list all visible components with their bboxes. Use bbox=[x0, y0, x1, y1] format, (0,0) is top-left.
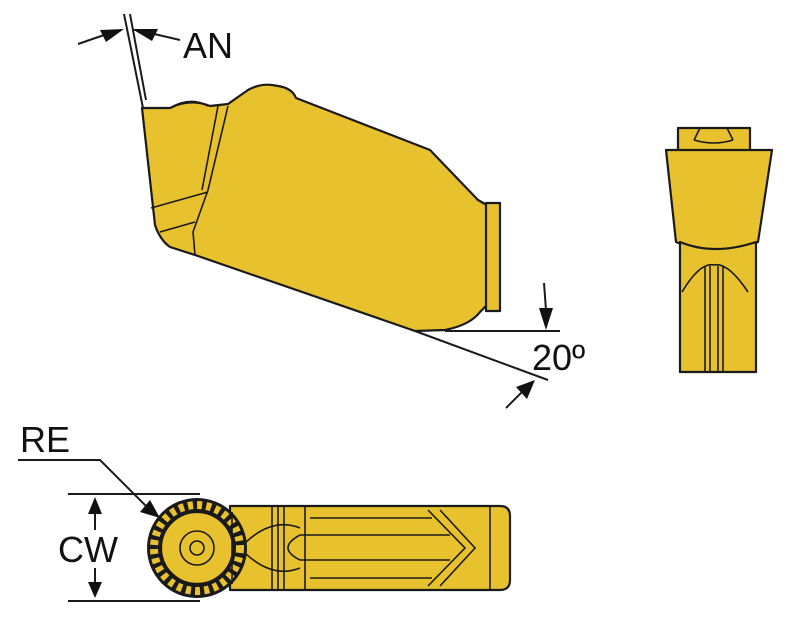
cw-arrow-down-icon bbox=[88, 582, 102, 598]
edge-line bbox=[192, 105, 229, 256]
angle-arrow-bottom-line bbox=[505, 391, 523, 409]
re-leader-line bbox=[18, 459, 151, 511]
center-dot bbox=[189, 540, 205, 556]
angle-arrow-bottom-icon bbox=[516, 380, 535, 399]
center-ring bbox=[179, 530, 215, 566]
chipbreaker-tip bbox=[287, 534, 301, 561]
front-view bbox=[664, 126, 774, 374]
edge-line bbox=[159, 221, 196, 233]
angle-inclined-line bbox=[414, 330, 549, 381]
edge-line bbox=[201, 105, 219, 191]
front-upper-body bbox=[664, 148, 774, 252]
an-arrow-left-icon bbox=[100, 29, 124, 42]
angle-arrow-top-line bbox=[543, 282, 547, 311]
edge-line bbox=[693, 127, 734, 144]
edge-line bbox=[150, 191, 209, 209]
insert-top-body bbox=[228, 504, 512, 592]
insert-rear-step bbox=[484, 201, 502, 313]
insert-round-face bbox=[159, 510, 235, 586]
label-angle: 20º bbox=[532, 337, 585, 378]
an-arrow-right-icon bbox=[132, 29, 158, 41]
insert-side-body bbox=[140, 83, 494, 333]
label-an: AN bbox=[183, 25, 233, 66]
angle-arrow-top-icon bbox=[539, 308, 553, 330]
an-reference-line-2 bbox=[129, 13, 147, 101]
label-cw: CW bbox=[58, 529, 118, 570]
serration-pattern bbox=[150, 501, 244, 595]
re-arrow-icon bbox=[140, 500, 160, 518]
edge-line bbox=[681, 263, 749, 293]
front-top-lugs bbox=[676, 126, 752, 154]
top-view: RE CW bbox=[18, 419, 512, 602]
cw-arrow-up-icon bbox=[88, 497, 102, 514]
an-reference-line bbox=[123, 13, 144, 109]
side-view: AN 20º bbox=[77, 13, 585, 409]
label-re: RE bbox=[20, 419, 70, 460]
chevron-ridge bbox=[427, 509, 477, 587]
edge-line bbox=[169, 100, 209, 109]
